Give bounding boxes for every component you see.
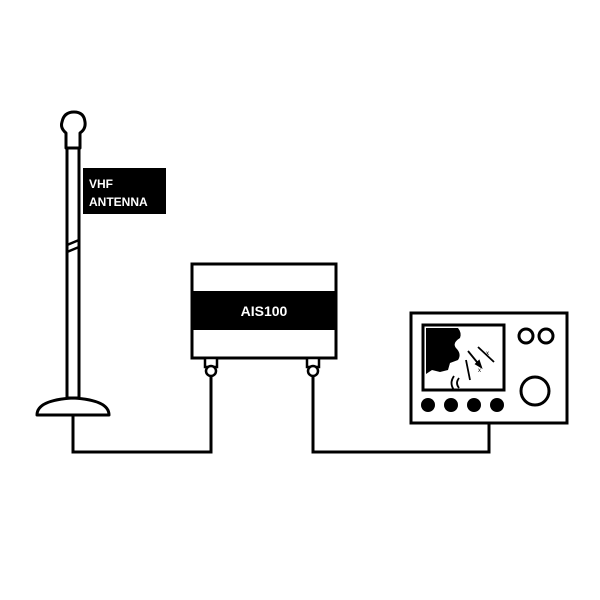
device-label: AIS100	[241, 303, 288, 319]
cable-connector-icon	[203, 356, 219, 378]
vhf-antenna-icon	[35, 110, 111, 417]
ais-transponder-box-icon: AIS100	[190, 262, 338, 360]
antenna-label-line2: ANTENNA	[89, 195, 148, 209]
svg-text:x: x	[478, 368, 481, 374]
antenna-label-line1: VHF	[89, 177, 113, 191]
chartplotter-display-icon: x x	[409, 311, 569, 425]
cable-connector-icon	[305, 356, 321, 378]
antenna-label: VHF ANTENNA	[83, 168, 166, 214]
display-cable	[311, 376, 491, 454]
svg-text:x: x	[486, 351, 489, 357]
antenna-cable	[71, 376, 213, 454]
